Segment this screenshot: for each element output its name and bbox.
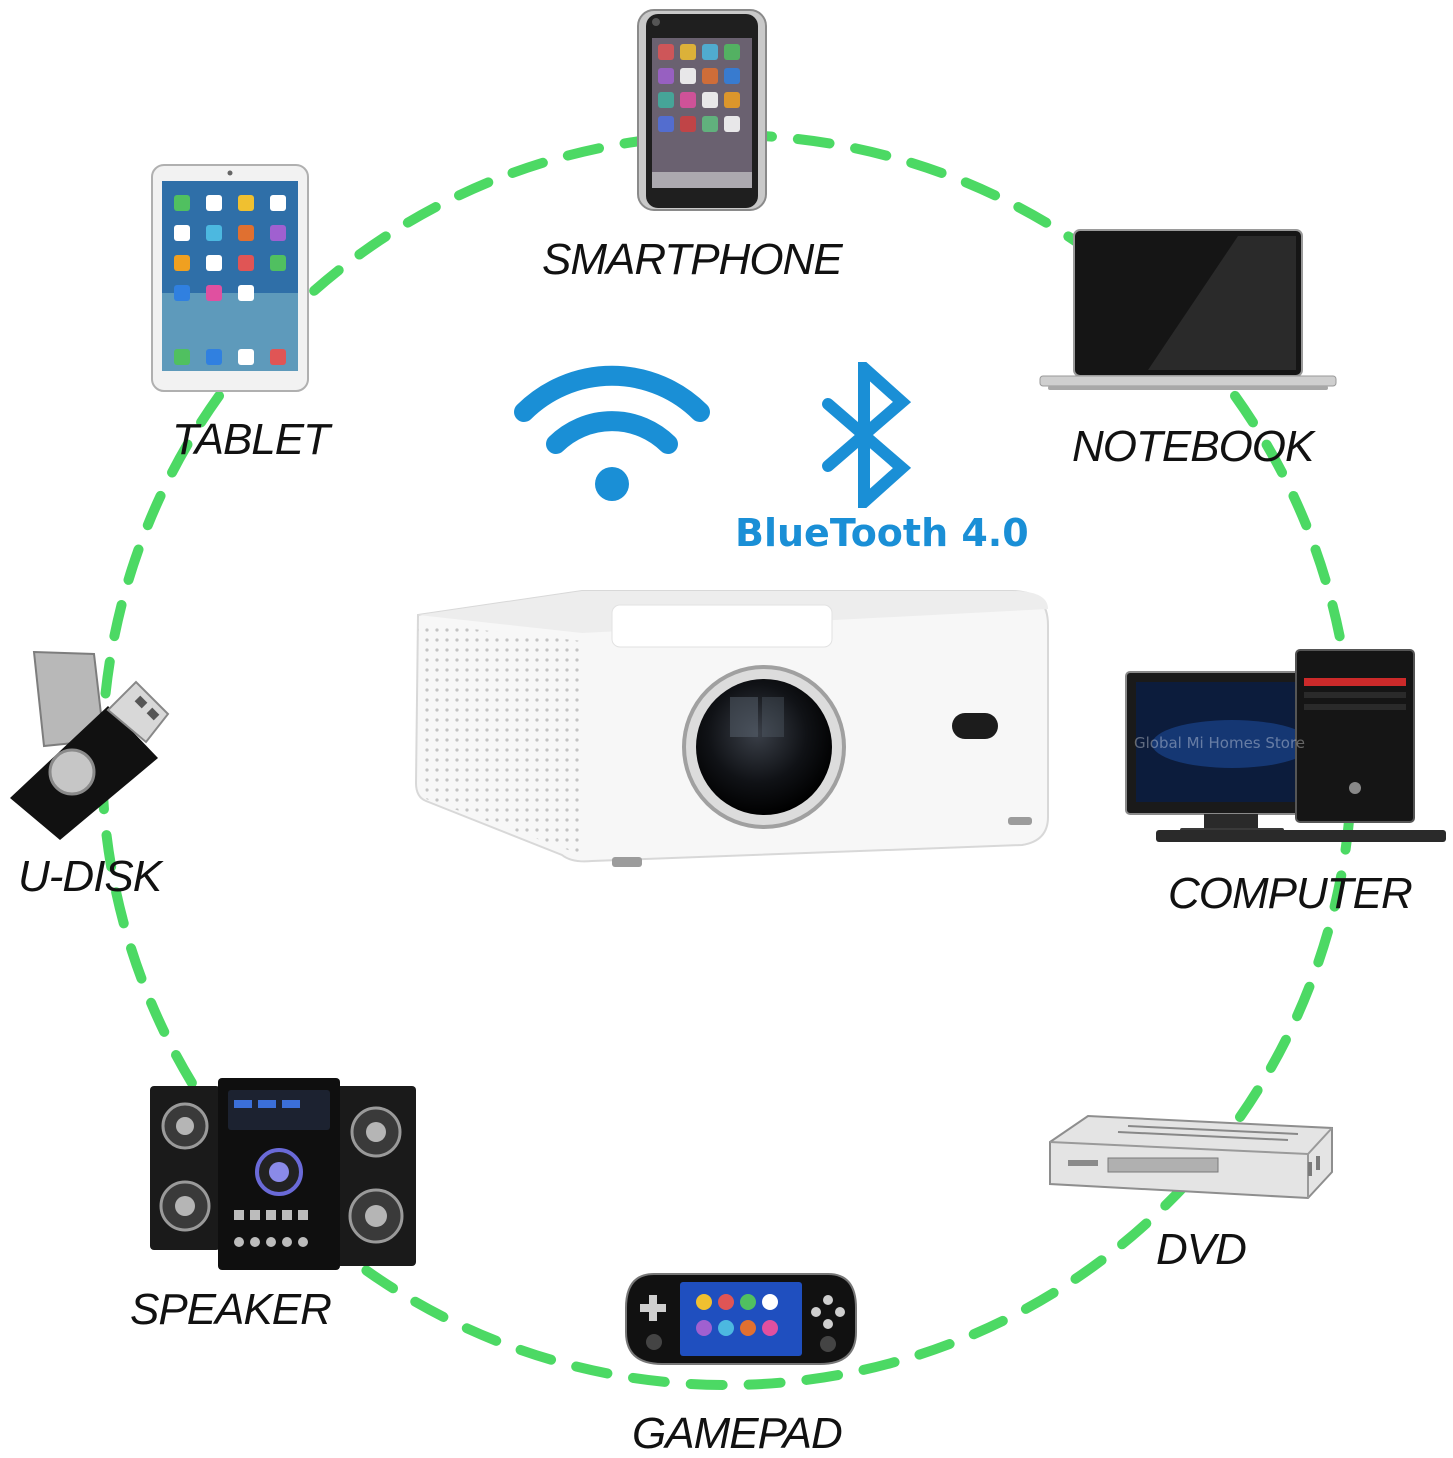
- udisk-label: U-DISK: [18, 852, 162, 901]
- wifi-icon: [514, 365, 710, 501]
- projector-device: [412, 585, 1052, 875]
- tablet-device: [150, 163, 310, 393]
- dvd-label: DVD: [1156, 1225, 1247, 1274]
- dvd-player-icon: [1049, 1114, 1333, 1200]
- notebook-device: [1038, 228, 1338, 394]
- gamepad-label: GAMEPAD: [632, 1409, 843, 1458]
- speaker-label: SPEAKER: [130, 1285, 332, 1334]
- tablet-icon: [151, 164, 309, 392]
- smartphone-label: SMARTPHONE: [542, 235, 843, 284]
- smartphone-device: [636, 8, 768, 212]
- tablet-label: TABLET: [172, 415, 330, 464]
- gamepad-device: [624, 1268, 858, 1368]
- usb-drive-icon: [10, 650, 170, 840]
- laptop-icon: [1039, 229, 1337, 390]
- notebook-label: NOTEBOOK: [1072, 422, 1314, 471]
- dvd-device: [1048, 1112, 1334, 1202]
- speaker-system-icon: [150, 1078, 416, 1270]
- computer-device: [1122, 648, 1448, 848]
- bluetooth-label: BlueTooth 4.0: [735, 511, 1029, 555]
- bluetooth-indicator: [820, 362, 916, 508]
- screen-watermark: Global Mi Homes Store: [1134, 734, 1306, 752]
- speaker-device: [148, 1076, 418, 1272]
- bluetooth-icon: [822, 362, 912, 508]
- wifi-indicator: [514, 362, 710, 508]
- udisk-device: [8, 648, 170, 843]
- computer-label: COMPUTER: [1168, 869, 1413, 918]
- handheld-console-icon: [625, 1273, 857, 1365]
- projector-icon: [414, 590, 1049, 867]
- smartphone-icon: [637, 9, 767, 211]
- desktop-computer-icon: [1125, 649, 1446, 842]
